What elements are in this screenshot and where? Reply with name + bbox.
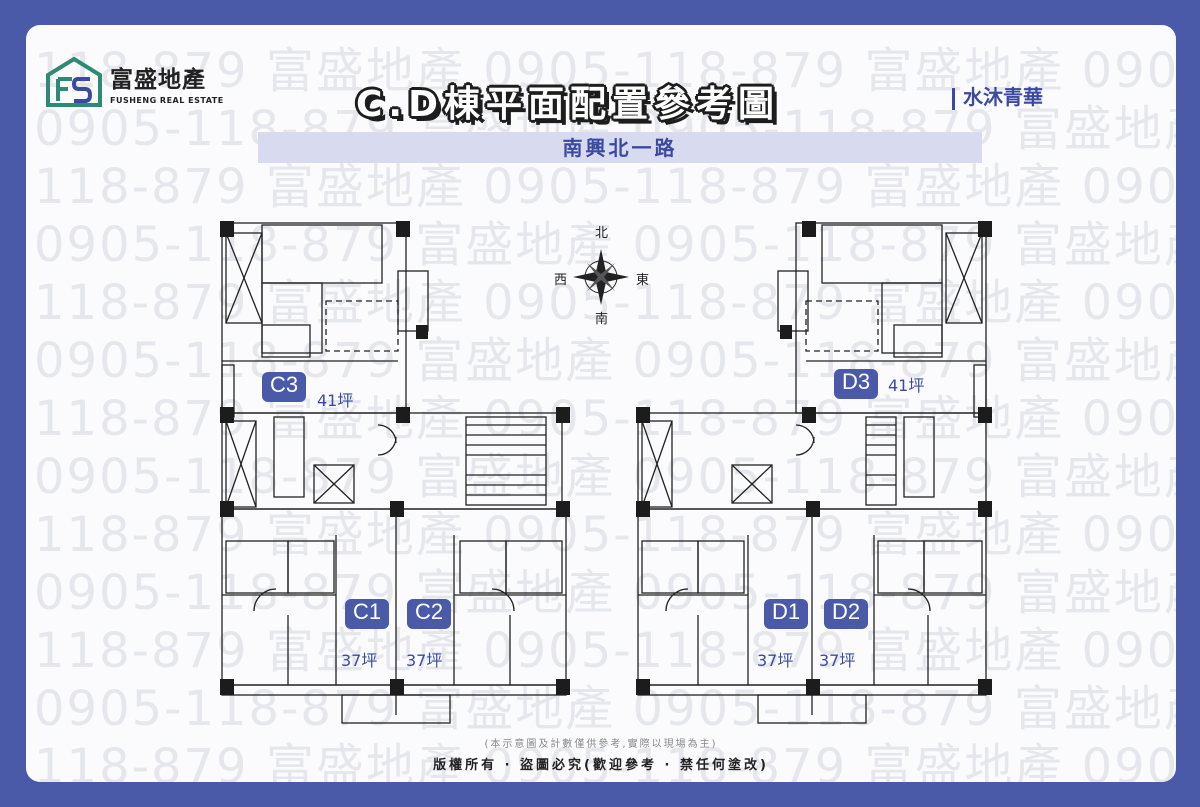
compass-north-label: 北 [595,226,609,241]
poster-card: 118-879 富盛地產 0905-118-879 富盛地產 0905-118 … [26,25,1176,782]
building-c-plan [221,222,567,724]
project-name-text: 水沐青華 [963,85,1043,109]
unit-size-d1: 37坪 [757,651,794,670]
brand-logo: 富盛地產 FUSHENG REAL ESTATE [46,57,224,107]
page-title: C.D棟平面配置參考圖 [356,84,780,125]
compass-south-label: 南 [595,312,609,327]
unit-badge-c2: C2 [407,599,451,629]
building-d-plan [637,222,987,724]
compass-icon [573,249,629,305]
brand-name-en: FUSHENG REAL ESTATE [110,95,224,105]
unit-size-c3: 41坪 [317,391,354,410]
unit-badge-d3: D3 [834,369,878,399]
disclaimer-text: (本示意圖及計數僅供參考,實際以現場為主) [484,739,718,750]
unit-size-d3: 41坪 [888,376,925,395]
project-name: 水沐青華 [952,81,1043,110]
house-logo-icon [46,57,102,107]
unit-badge-d1: D1 [764,599,808,629]
divider [952,87,955,110]
compass-west-label: 西 [554,273,568,288]
unit-badge-c3: C3 [262,372,306,402]
unit-size-d2: 37坪 [819,651,856,670]
unit-badge-c1: C1 [345,599,389,629]
copyright-text: 版權所有 · 盜圖必究(歡迎參考 · 禁任何塗改) [433,758,769,773]
compass-east-label: 東 [636,273,650,288]
road-name-band: 南興北一路 [258,132,982,163]
structural-columns [220,221,992,695]
brand-name: 富盛地產 [110,66,206,93]
unit-size-c1: 37坪 [341,651,378,670]
unit-badge-d2: D2 [824,599,868,629]
floor-plan [220,221,992,724]
unit-size-c2: 37坪 [406,651,443,670]
